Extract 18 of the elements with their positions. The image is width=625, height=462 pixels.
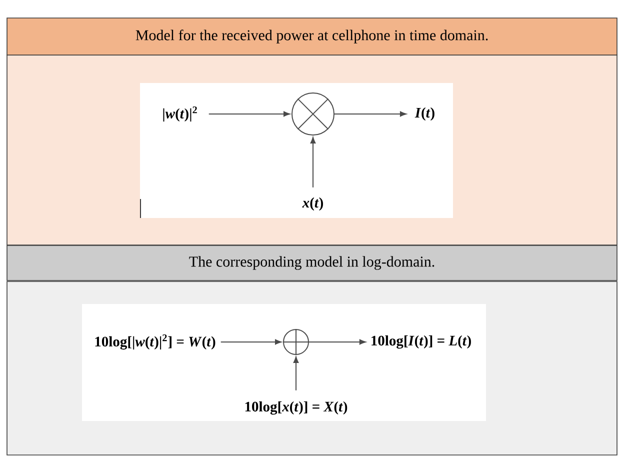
arrow xyxy=(308,339,366,345)
header-band: The corresponding model in log-domain. xyxy=(6,245,618,281)
header-band: Model for the received power at cellphone in time domain. xyxy=(6,18,618,56)
arrow xyxy=(293,356,299,391)
signal-label: 10log[x(t)] = X(t) xyxy=(245,401,348,415)
signal-label: I(t) xyxy=(414,107,434,121)
signal-label: 10log[|w(t)|$^{2}$] = W(t) xyxy=(95,334,216,350)
multiplier-symbol xyxy=(292,92,334,136)
signal-label: |w(t)|$^{2}$ xyxy=(163,106,197,122)
arrow xyxy=(220,339,282,345)
signal-label: x(t) xyxy=(302,197,323,211)
diagram-area xyxy=(140,83,453,218)
arrow xyxy=(310,137,316,188)
arrow xyxy=(208,111,290,117)
signal-label: 10log[I(t)] = L(t) xyxy=(372,335,471,349)
adder-symbol xyxy=(282,328,310,356)
arrow xyxy=(334,111,406,117)
diagram-area xyxy=(82,304,486,421)
